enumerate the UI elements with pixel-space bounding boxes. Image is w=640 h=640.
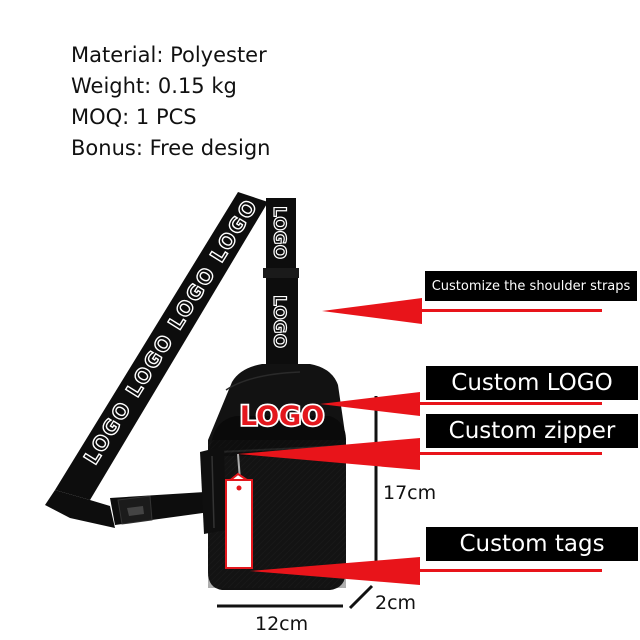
width-dimension: 12cm: [255, 613, 309, 635]
bag-logo: LOGO: [238, 399, 326, 434]
spec-list: Material: Polyester Weight: 0.15 kg MOQ:…: [71, 40, 270, 164]
arrow-zipper: [238, 438, 602, 470]
spec-moq: MOQ: 1 PCS: [71, 105, 197, 129]
depth-dimension: 2cm: [375, 592, 417, 614]
arrow-tags: [250, 557, 602, 585]
svg-text:LOGO: LOGO: [240, 401, 324, 432]
callout-logo-label: Custom LOGO: [426, 366, 638, 400]
spec-weight: Weight: 0.15 kg: [71, 74, 237, 98]
spec-bonus: Bonus: Free design: [71, 136, 271, 160]
vertical-strap: LOGO LOGO: [263, 198, 299, 368]
side-pocket: [200, 446, 226, 534]
callout-tags-label: Custom tags: [426, 527, 638, 561]
callout-straps-label: Customize the shoulder straps: [425, 271, 637, 301]
arrow-logo: [320, 392, 602, 416]
height-dimension: 17cm: [383, 482, 437, 504]
arrow-straps: [322, 298, 602, 324]
spec-material: Material: Polyester: [71, 43, 267, 67]
zipper-tag: [225, 453, 253, 569]
svg-text:LOGO: LOGO: [269, 206, 289, 259]
svg-text:LOGO: LOGO: [269, 295, 289, 348]
strap-buckle: [117, 495, 153, 525]
callout-arrows: [238, 298, 602, 585]
dimension-lines: [217, 396, 378, 610]
callout-zipper-label: Custom zipper: [426, 414, 638, 448]
